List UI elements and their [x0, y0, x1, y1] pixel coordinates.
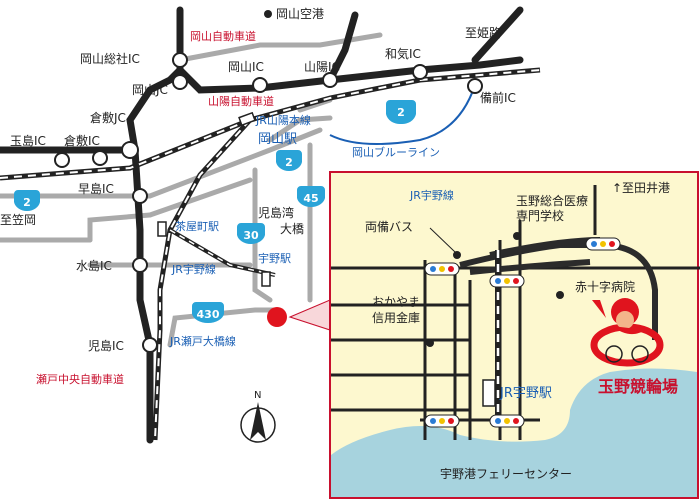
label-okayama-jc: 岡山JC: [132, 83, 168, 97]
svg-text:30: 30: [243, 229, 259, 242]
signal-1: [424, 262, 460, 276]
label-okayama-shinkin-1: おかやま: [372, 295, 420, 309]
velodrome-icon[interactable]: [590, 298, 664, 367]
ic-sanyo: [322, 72, 338, 88]
ic-kojima: [142, 337, 158, 353]
label-tamano-medical-school-2: 専門学校: [516, 208, 564, 223]
label-jr-uno-line: JR宇野線: [171, 262, 216, 276]
label-inset-jr-uno-line: JR宇野線: [409, 188, 454, 202]
traffic-signals: [424, 237, 621, 428]
label-to-himeji: 至姫路: [465, 25, 501, 40]
label-to-kasaoka: 至笠岡: [0, 212, 36, 227]
signal-3: [585, 237, 621, 251]
ic-bizen: [467, 78, 483, 94]
label-seto-chuo-expressway: 瀬戸中央自動車道: [36, 372, 124, 386]
jr-rail-lines: [0, 67, 541, 441]
ic-wake: [412, 64, 428, 80]
label-kurashiki-jc: 倉敷JC: [90, 110, 126, 125]
okayama-station-marker: [238, 111, 256, 127]
label-sanyo-ic: 山陽IC: [304, 60, 340, 74]
label-ryobi-bus: 両備バス: [365, 219, 413, 234]
route-30-shield: 30: [237, 223, 265, 245]
label-uno-station: 宇野駅: [258, 252, 291, 265]
ic-okayama-soja: [172, 52, 188, 68]
label-kurashiki-ic: 倉敷IC: [64, 133, 100, 148]
route-shields: 2 2 2 45 30 430: [14, 100, 416, 324]
inset-leader: [288, 299, 331, 331]
ic-okayama: [252, 77, 268, 93]
label-sanyo-expressway: 山陽自動車道: [208, 94, 274, 108]
label-jr-uno-station: JR宇野駅: [499, 386, 552, 401]
label-tamano-medical-school-1: 玉野総合医療: [516, 193, 588, 208]
signal-5: [489, 414, 525, 428]
label-okayama-ic: 岡山IC: [228, 60, 264, 74]
label-jr-seto-ohashi-line: JR瀬戸大橋線: [169, 334, 236, 348]
label-kojimawan-ohashi-1: 児島湾: [258, 205, 294, 220]
main-map-labels: 岡山空港 岡山自動車道 至姫路 岡山総社IC 岡山IC 山陽IC 和気IC 岡山…: [0, 7, 516, 386]
ic-kurashiki-jc: [121, 141, 139, 159]
uno-station-marker: [261, 271, 271, 287]
label-okayama-soja-ic: 岡山総社IC: [80, 51, 140, 66]
okayama-blue-line: [329, 84, 476, 145]
label-okayama-expressway: 岡山自動車道: [190, 29, 256, 43]
svg-text:2: 2: [397, 106, 405, 119]
inset-uno-station-marker: [482, 379, 496, 407]
route-45-shield: 45: [297, 186, 325, 208]
label-okayama-blue-line: 岡山ブルーライン: [352, 145, 440, 159]
label-jr-sanyo-line: JR山陽本線: [255, 113, 311, 127]
label-velodrome: 玉野競輪場: [598, 377, 678, 396]
label-red-cross-hospital: 赤十字病院: [575, 279, 635, 294]
route-2-shield-west: 2: [14, 190, 40, 212]
svg-text:430: 430: [197, 308, 220, 321]
label-okayama-shinkin-2: 信用金庫: [372, 310, 420, 325]
ic-mizushima: [132, 257, 148, 273]
label-chayamachi-station: 茶屋町駅: [175, 220, 219, 233]
label-wake-ic: 和気IC: [385, 46, 421, 61]
svg-text:2: 2: [23, 196, 31, 209]
label-bizen-ic: 備前IC: [480, 90, 516, 105]
label-hayashima-ic: 早島IC: [78, 181, 114, 196]
label-okayama-airport: 岡山空港: [276, 7, 324, 21]
north-arrow-icon: N: [240, 390, 276, 443]
ic-okayama-jc: [172, 74, 188, 90]
signal-4: [424, 414, 460, 428]
label-tamashima-ic: 玉島IC: [10, 133, 46, 148]
route-430-shield: 430: [192, 302, 224, 324]
velodrome-marker[interactable]: [267, 307, 287, 327]
route-2-shield-east: 2: [386, 100, 416, 125]
chayamachi-station-marker: [157, 221, 167, 237]
label-kojima-ic: 児島IC: [88, 338, 124, 353]
svg-text:45: 45: [303, 192, 318, 205]
label-okayama-station: 岡山駅: [258, 132, 297, 147]
ic-hayashima: [132, 188, 148, 204]
label-kojimawan-ohashi-2: 大橋: [280, 222, 304, 236]
signal-2: [489, 274, 525, 288]
route-2-shield-center: 2: [276, 150, 302, 172]
inset-sea: [331, 368, 697, 497]
inset-labels: JR宇野線 ↑至田井港 玉野総合医療 専門学校 両備バス 赤十字病院 おかやま …: [365, 181, 678, 481]
svg-text:2: 2: [285, 156, 293, 169]
svg-text:N: N: [254, 390, 261, 401]
airport-marker: [264, 10, 272, 18]
ic-kurashiki: [92, 150, 108, 166]
inset-map: [329, 171, 700, 499]
label-mizushima-ic: 水島IC: [76, 258, 112, 273]
ic-tamashima: [54, 152, 70, 168]
label-uno-ferry-center: 宇野港フェリーセンター: [440, 467, 572, 481]
interchanges: [54, 52, 483, 353]
label-to-tainominato: ↑至田井港: [612, 181, 670, 195]
